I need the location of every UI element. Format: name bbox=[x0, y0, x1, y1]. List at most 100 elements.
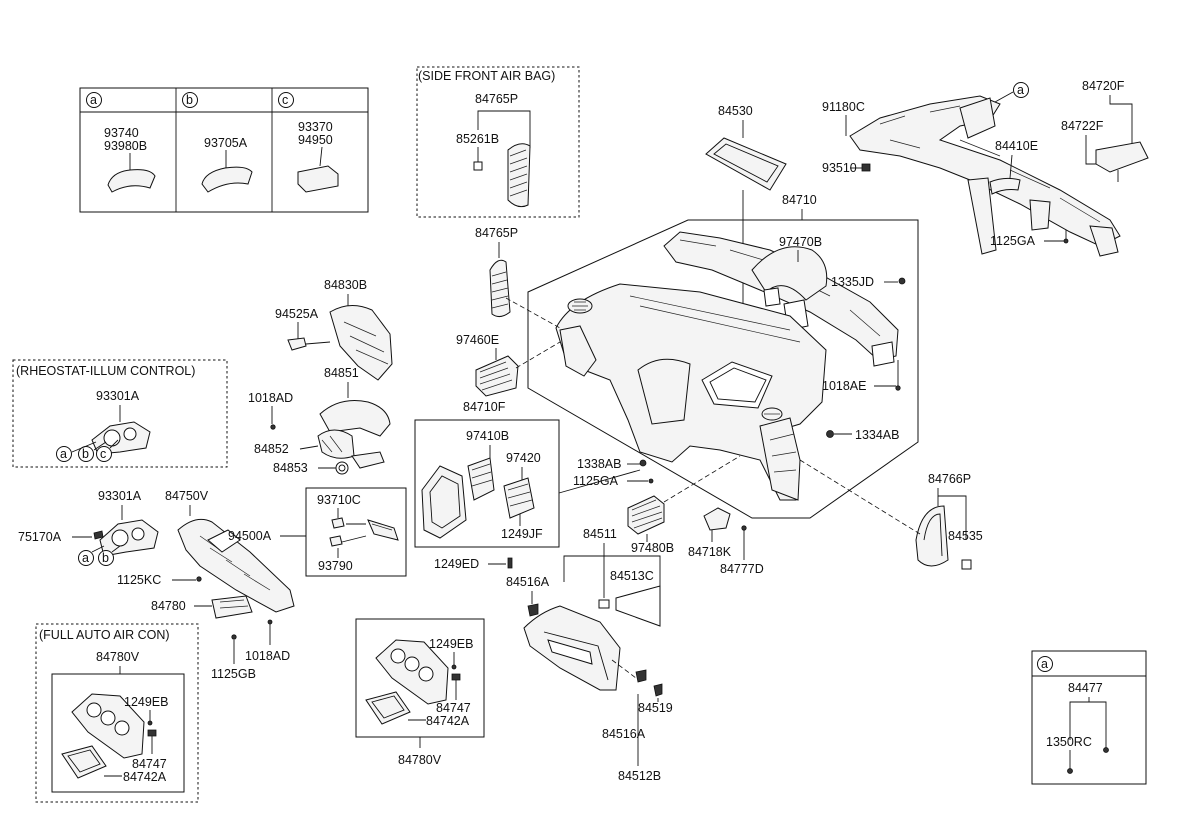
part-label-91180C: 91180C bbox=[822, 100, 865, 114]
marker-b-lower: b bbox=[102, 551, 109, 565]
side-cover-84766P bbox=[915, 505, 949, 567]
part-label-84530: 84530 bbox=[718, 104, 753, 118]
part-label-1334AB: 1334AB bbox=[855, 428, 899, 442]
switch-a-part bbox=[107, 169, 156, 193]
part-label-93710C: 93710C bbox=[317, 493, 361, 507]
vent-97460E bbox=[475, 355, 519, 397]
full-auto-air-con-box: (FULL AUTO AIR CON) 84780V 1249EB 84747 … bbox=[35, 623, 199, 803]
switch-table: a b c 93740 93980B 93705A 93370 94950 bbox=[79, 87, 369, 213]
part-label-1018AE: 1018AE bbox=[822, 379, 866, 393]
part-label-97460E: 97460E bbox=[456, 333, 499, 347]
part-label-84513C: 84513C bbox=[610, 569, 654, 583]
table-header-b: b bbox=[186, 93, 193, 107]
part-label-93301A: 93301A bbox=[98, 489, 142, 503]
part-label-84519: 84519 bbox=[638, 701, 673, 715]
part-label-94950: 94950 bbox=[298, 133, 333, 147]
part-label-93705A: 93705A bbox=[204, 136, 248, 150]
dash-opening bbox=[701, 361, 773, 409]
part-label-84512B: 84512B bbox=[618, 769, 661, 783]
box-84710F: 84710F 97410B 97420 1249JF bbox=[414, 400, 641, 548]
bezel-84710F bbox=[421, 465, 467, 539]
part-label-84852: 84852 bbox=[254, 442, 289, 456]
part-label-1125GA-frame: 1125GA bbox=[990, 234, 1036, 248]
part-label-1249JF: 1249JF bbox=[501, 527, 543, 541]
part-label-97480B: 97480B bbox=[631, 541, 674, 555]
part-label-93740: 93740 bbox=[104, 126, 139, 140]
part-label-84777D: 84777D bbox=[720, 562, 764, 576]
part-label-1338AB: 1338AB bbox=[577, 457, 621, 471]
switch-table-frame bbox=[79, 87, 369, 213]
part-label-93301A-rheostat: 93301A bbox=[96, 389, 140, 403]
rheostat-box: (RHEOSTAT-ILLUM CONTROL) 93301A a b c bbox=[12, 359, 228, 468]
part-label-84410E: 84410E bbox=[995, 139, 1038, 153]
part-label-84780: 84780 bbox=[151, 599, 186, 613]
vent-97480B bbox=[627, 495, 665, 535]
side-air-bag-box: (SIDE FRONT AIR BAG) 84765P 85261B bbox=[416, 66, 580, 218]
part-label-93980B: 93980B bbox=[104, 139, 147, 153]
inset-header-a: a bbox=[1041, 657, 1048, 671]
part-label-1125GB: 1125GB bbox=[211, 667, 256, 681]
part-label-84710: 84710 bbox=[782, 193, 817, 207]
switch-b-part bbox=[201, 166, 253, 193]
part-label-84765P: 84765P bbox=[475, 226, 518, 240]
part-label-1249EB-full-auto: 1249EB bbox=[124, 695, 168, 709]
marker-a-rheostat: a bbox=[60, 447, 67, 461]
duct-97470B bbox=[663, 231, 899, 361]
part-label-1249ED: 1249ED bbox=[434, 557, 479, 571]
marker-a-lower: a bbox=[82, 551, 89, 565]
part-label-97470B: 97470B bbox=[779, 235, 822, 249]
rheostat-title: (RHEOSTAT-ILLUM CONTROL) bbox=[16, 364, 195, 378]
table-header-c: c bbox=[282, 93, 288, 107]
part-label-84535: 84535 bbox=[948, 529, 983, 543]
tray-84742A-full-auto bbox=[61, 745, 107, 779]
part-label-1125GA-mid: 1125GA bbox=[573, 474, 619, 488]
part-label-93510: 93510 bbox=[822, 161, 857, 175]
part-label-84516A-upper: 84516A bbox=[506, 575, 550, 589]
cover-84851 bbox=[319, 400, 391, 437]
part-label-84720F: 84720F bbox=[1082, 79, 1125, 93]
cover-84530 bbox=[705, 137, 787, 191]
bracket-84718K bbox=[703, 507, 731, 531]
inset-a-box: a 84477 1350RC bbox=[1031, 650, 1147, 785]
part-label-84766P: 84766P bbox=[928, 472, 971, 486]
part-label-84830B: 84830B bbox=[324, 278, 367, 292]
part-label-84750V: 84750V bbox=[165, 489, 209, 503]
side-vent-84765P bbox=[489, 259, 511, 318]
part-label-93370: 93370 bbox=[298, 120, 333, 134]
part-label-1125KC: 1125KC bbox=[117, 573, 161, 587]
part-label-84765P-airbag: 84765P bbox=[475, 92, 518, 106]
part-label-1018AD-upper: 1018AD bbox=[248, 391, 293, 405]
cross-bar-part bbox=[849, 95, 1121, 247]
part-label-93790: 93790 bbox=[318, 559, 353, 573]
part-label-84710F: 84710F bbox=[463, 400, 506, 414]
switch-c-part bbox=[297, 165, 339, 193]
panel-84830B bbox=[329, 305, 393, 381]
full-auto-title: (FULL AUTO AIR CON) bbox=[39, 628, 170, 642]
part-label-84511: 84511 bbox=[583, 527, 617, 541]
part-label-1350RC: 1350RC bbox=[1046, 735, 1092, 749]
box-84780V: 1249EB 84747 84742A 84780V bbox=[355, 618, 485, 767]
marker-b-rheostat: b bbox=[82, 447, 89, 461]
cowl-cross-bar: 91180C 93510 a 84410E 1125GA 84720F 8472… bbox=[822, 79, 1149, 257]
part-label-84477: 84477 bbox=[1068, 681, 1103, 695]
part-label-1335JD: 1335JD bbox=[831, 275, 874, 289]
side-front-air-bag-title: (SIDE FRONT AIR BAG) bbox=[418, 69, 555, 83]
part-label-1018AD: 1018AD bbox=[245, 649, 290, 663]
crash-pad-main: 84710 97470B 1335JD 1018AE bbox=[527, 193, 919, 519]
part-label-97420: 97420 bbox=[506, 451, 541, 465]
part-label-94525A: 94525A bbox=[275, 307, 319, 321]
part-label-97410B: 97410B bbox=[466, 429, 509, 443]
part-label-85261B: 85261B bbox=[456, 132, 499, 146]
fascia-84750V bbox=[177, 518, 295, 613]
table-header-a: a bbox=[90, 93, 97, 107]
part-label-84851: 84851 bbox=[324, 366, 359, 380]
part-label-84747: 84747 bbox=[436, 701, 471, 715]
tray-84742A bbox=[365, 691, 411, 725]
part-label-84742A-full-auto: 84742A bbox=[123, 770, 167, 784]
part-label-84722F: 84722F bbox=[1061, 119, 1104, 133]
part-label-1249EB: 1249EB bbox=[429, 637, 473, 651]
glove-box-group: 84511 84513C 84516A 84519 84516A 84512B bbox=[506, 527, 673, 783]
tray-84720F bbox=[1095, 141, 1149, 173]
